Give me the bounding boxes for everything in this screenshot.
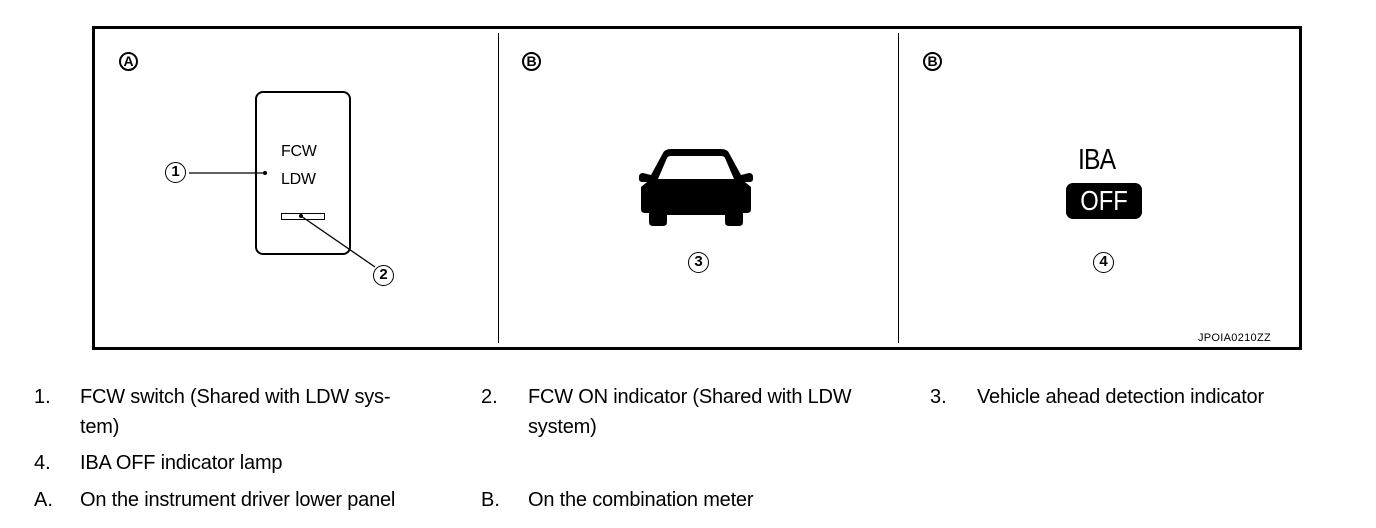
panel-label-b: B: [522, 52, 541, 71]
callout-3: 3: [688, 252, 709, 273]
legend-text-cont: tem): [80, 416, 120, 438]
legend-number: 2.: [481, 386, 498, 408]
leader-dot-2: [299, 214, 303, 218]
leader-dot-1: [263, 171, 267, 175]
legend-number: 1.: [34, 386, 51, 408]
iba-label: IBA: [1078, 144, 1116, 176]
legend-text: Vehicle ahead detection indicator: [977, 386, 1264, 408]
callout-4: 4: [1093, 252, 1114, 273]
callout-1: 1: [165, 162, 186, 183]
legend-text: On the combination meter: [528, 489, 754, 511]
fcw-on-indicator-lamp: [281, 213, 325, 220]
switch-label-fcw: FCW: [281, 143, 317, 160]
legend-text-cont: system): [528, 416, 597, 438]
legend-number: 4.: [34, 452, 51, 474]
legend-text: On the instrument driver lower panel: [80, 489, 396, 511]
switch-label-ldw: LDW: [281, 171, 316, 188]
legend-number: B.: [481, 489, 500, 511]
figure-code: JPOIA0210ZZ: [1198, 332, 1271, 344]
legend-number: 3.: [930, 386, 947, 408]
panel-divider: [898, 33, 899, 343]
callout-2: 2: [373, 265, 394, 286]
legend-text: IBA OFF indicator lamp: [80, 452, 283, 474]
panel-divider: [498, 33, 499, 343]
car-front-icon: [639, 149, 753, 226]
figure-drawing: [189, 149, 753, 268]
figure: A B B FCW LDW 1 2 3 4 IBA OFF JPOIA0210Z…: [92, 26, 1302, 350]
panel-label-a: A: [119, 52, 138, 71]
off-label: OFF: [1080, 185, 1128, 216]
panel-label-b-second: B: [923, 52, 942, 71]
legend-text: FCW switch (Shared with LDW sys-: [80, 386, 391, 408]
legend-text: FCW ON indicator (Shared with LDW: [528, 386, 852, 408]
iba-off-indicator-lamp: OFF: [1066, 183, 1142, 219]
legend-number: A.: [34, 489, 53, 511]
leader-line-2: [300, 215, 376, 268]
